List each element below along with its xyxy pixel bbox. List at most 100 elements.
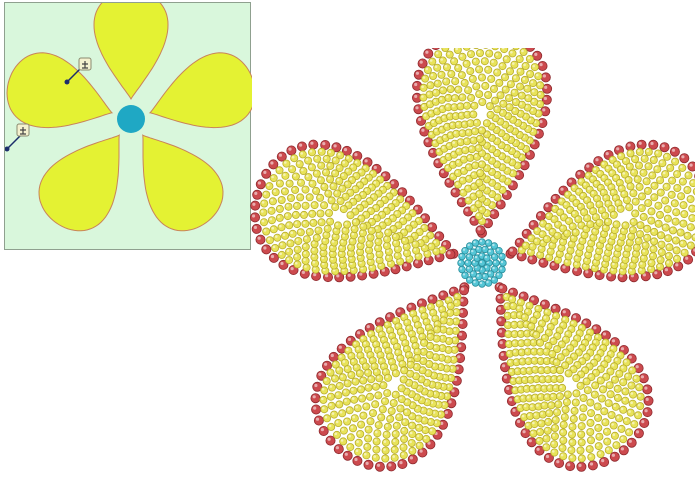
outline-stone [644,396,653,405]
fill-stone [485,91,492,98]
fill-stone [512,75,519,82]
fill-stone [274,234,281,241]
fill-stone [629,391,636,398]
fill-stone [323,155,330,162]
fill-stone [656,263,663,270]
fill-stone [637,403,644,410]
fill-stone [398,385,405,392]
fill-stone [644,225,651,232]
fill-stone [665,260,672,267]
fill-stone [409,422,416,429]
fill-stone [674,171,681,178]
fill-stone [391,454,398,461]
fill-stone [494,52,501,59]
fill-stone [448,70,455,77]
fill-stone [416,424,423,431]
anchor-handle-icon[interactable] [5,124,29,152]
fill-stone [281,188,288,195]
fill-stone [458,72,465,79]
fill-stone [560,453,567,460]
fill-stone [642,242,649,249]
fill-stone [648,217,655,224]
fill-stone [286,248,293,255]
fill-stone [579,414,586,421]
fill-stone [657,189,664,196]
fill-stone [463,60,470,67]
fill-stone [467,51,474,58]
fill-stone [459,53,466,60]
fill-stone [318,148,325,155]
fill-stone [685,172,692,179]
fill-stone [635,238,642,245]
fill-stone [601,408,608,415]
fill-stone [367,234,374,241]
fill-stone [569,439,576,446]
fill-stone [587,428,594,435]
fill-stone [668,191,675,198]
outline-stone [387,462,396,471]
fill-stone [279,242,286,249]
fill-stone [336,401,343,408]
fill-stone [640,213,647,220]
fill-stone [533,412,540,419]
outline-stone [600,457,609,466]
fill-stone [473,48,480,49]
fill-stone [568,431,575,438]
fill-stone [665,235,672,242]
outline-stone [408,455,417,464]
fill-stone [268,217,275,224]
fill-stone [644,187,651,194]
fill-stone [300,211,307,218]
fill-stone [627,409,634,416]
fill-stone [571,407,578,414]
fill-stone [553,409,560,416]
fill-stone [451,95,458,102]
fill-stone [317,194,324,201]
fill-stone [485,66,492,73]
fill-stone [363,403,370,410]
fill-stone [468,94,475,101]
fill-stone [432,89,439,96]
fill-stone [463,102,470,109]
preview-petal [150,53,252,128]
preview-canvas[interactable] [5,3,252,251]
fill-stone [499,63,506,70]
fill-stone [344,380,351,387]
fill-stone [443,64,450,71]
fill-stone [671,200,678,207]
fill-stone [359,395,366,402]
outline-stone [566,462,575,471]
fill-stone [630,218,637,225]
fill-stone [455,86,462,93]
fill-stone [287,194,294,201]
fill-stone [392,430,399,437]
fill-stone [401,427,408,434]
outline-stone [521,429,530,438]
fill-stone [626,429,633,436]
fill-stone [269,198,276,205]
fill-stone [627,183,634,190]
fill-stone [633,244,640,251]
outline-stone [536,211,545,220]
outline-stone [428,295,437,304]
outline-stone [619,446,628,455]
design-preview-panel[interactable] [4,2,251,250]
fill-stone [282,172,289,179]
fill-stone [572,229,579,236]
fill-stone [340,438,347,445]
handle-point[interactable] [65,80,70,85]
fill-stone [521,314,528,321]
fill-stone [354,405,361,412]
fill-stone [294,261,301,268]
outline-stone [353,456,362,465]
fill-stone [376,375,383,382]
fill-stone [488,75,495,82]
fill-stone [351,415,358,422]
fill-stone [560,437,567,444]
fill-stone [360,377,367,384]
fill-stone [657,232,664,239]
fill-stone [358,421,365,428]
fill-stone [569,455,576,462]
fill-stone [655,150,662,157]
fill-stone [611,376,618,383]
